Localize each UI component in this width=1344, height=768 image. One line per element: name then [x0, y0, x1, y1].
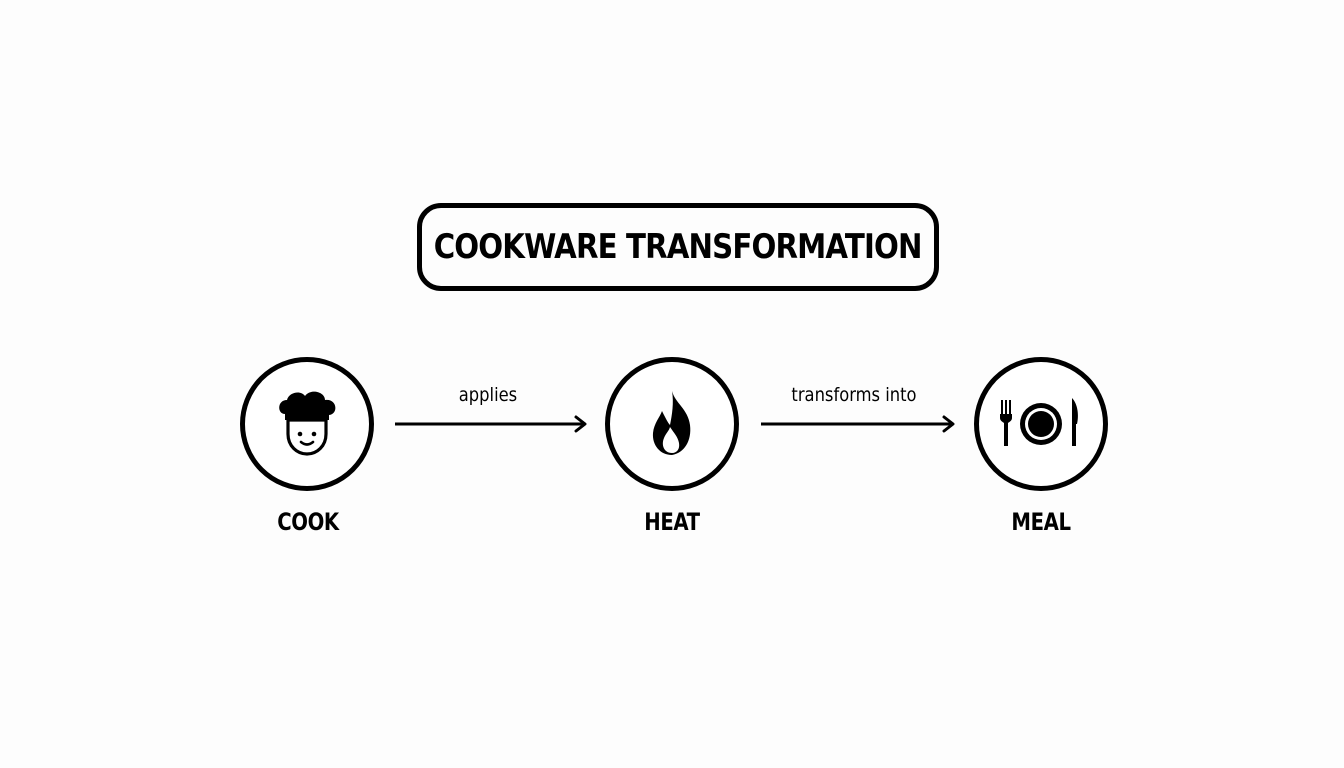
node-label-meal: MEAL	[1011, 508, 1071, 536]
node-label-heat: HEAT	[644, 508, 700, 536]
edge-label-transforms-into: transforms into	[791, 384, 917, 406]
arrow-cook-to-heat	[395, 415, 587, 433]
node-heat	[605, 357, 739, 491]
plate-cutlery-icon	[1000, 398, 1078, 446]
node-meal	[974, 357, 1108, 491]
diagram-title: COOKWARE TRANSFORMATION	[434, 227, 923, 267]
flame-icon	[652, 391, 691, 455]
arrow-heat-to-meal	[761, 415, 955, 433]
edge-label-applies: applies	[458, 384, 518, 406]
node-label-cook: COOK	[277, 508, 339, 536]
chef-icon	[279, 391, 336, 456]
node-cook	[240, 357, 374, 491]
diagram-title-box: COOKWARE TRANSFORMATION	[417, 203, 939, 291]
